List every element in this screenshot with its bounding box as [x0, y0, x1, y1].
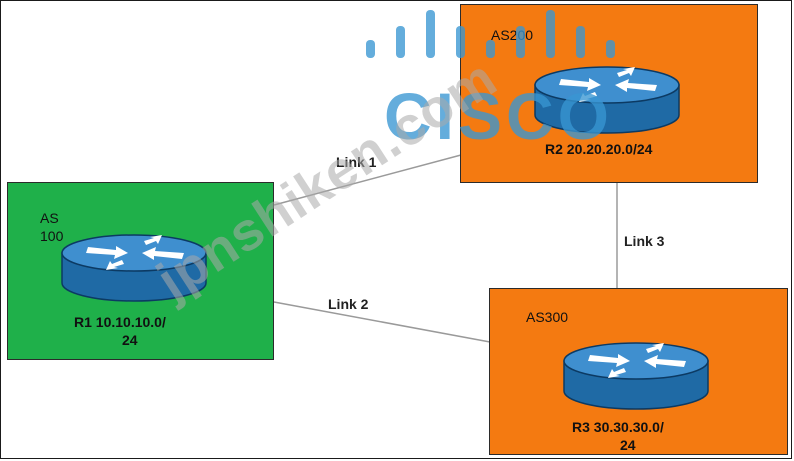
r2-router-icon [534, 66, 680, 134]
r3-router-icon [563, 342, 709, 410]
as200-label: AS200 [491, 27, 534, 43]
as300-label: AS300 [526, 309, 569, 325]
as200-box: AS200 R2 20.20.20.0/24 [460, 4, 758, 183]
as100-box: AS 100 R1 10.10.10.0/ 24 [7, 182, 274, 360]
as300-box: AS300 R3 30.30.30.0/ 24 [489, 288, 788, 455]
link-3-label: Link 3 [624, 233, 665, 249]
r1-label: R1 10.10.10.0/ 24 [74, 314, 166, 348]
link-2-line [273, 301, 491, 343]
link-2-label: Link 2 [328, 296, 369, 312]
as100-label: AS 100 [40, 210, 64, 244]
link-1-line [273, 154, 462, 206]
r3-label: R3 30.30.30.0/ 24 [572, 419, 664, 453]
r1-router-icon [61, 234, 207, 302]
link-1-label: Link 1 [336, 154, 377, 170]
r2-label: R2 20.20.20.0/24 [545, 141, 653, 157]
